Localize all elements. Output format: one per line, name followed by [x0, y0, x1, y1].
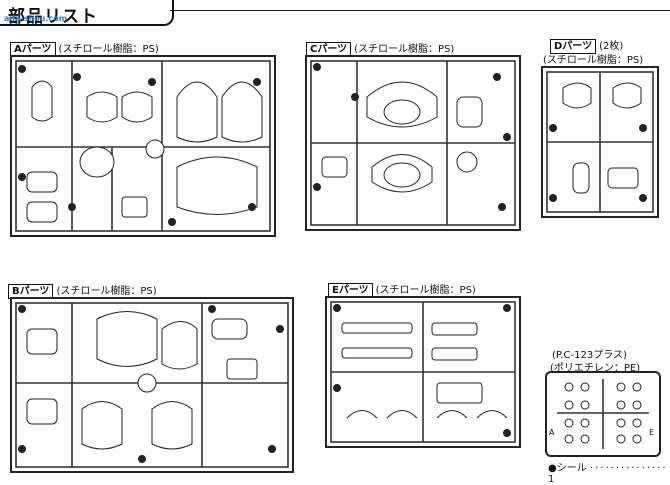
panel-c-desc: (スチロール樹脂：PS)	[354, 44, 455, 55]
panel-e-frame	[325, 296, 521, 448]
panel-d-count: (2枚)	[599, 41, 624, 52]
pc-sprue	[557, 379, 649, 449]
pc-label-2: (ポリエチレン：PE)	[550, 359, 640, 374]
panel-b-frame	[10, 297, 294, 473]
pc-frame	[545, 371, 661, 457]
panel-d-sprue	[546, 71, 654, 213]
pc-right-labels: E	[649, 428, 654, 437]
pc-label-1: (P.C-123プラス)	[552, 346, 627, 361]
header-rule	[170, 10, 670, 11]
panel-d-frame	[541, 66, 659, 218]
panel-e-sprue	[330, 301, 516, 443]
panel-c-sprue	[310, 60, 516, 226]
watermark: ada-shou.com	[4, 14, 68, 23]
panel-a-frame	[10, 55, 276, 237]
panel-a-sprue	[15, 60, 271, 232]
panel-b-sprue	[15, 302, 289, 468]
page-header: 部品リスト ada-shou.com	[0, 0, 174, 27]
pc-label-e: E	[649, 428, 655, 437]
pc-label-a: A	[549, 428, 555, 437]
panel-d-desc-line: (スチロール樹脂：PS)	[543, 51, 643, 66]
pc-line2: (ポリエチレン：PE)	[550, 363, 641, 374]
seal-label: ●シール	[548, 463, 587, 474]
panel-d-desc: (スチロール樹脂：PS)	[543, 55, 644, 66]
seal-row: ●シール ··············· 1	[548, 463, 668, 485]
seal-count: 1	[548, 474, 555, 485]
panel-c-frame	[305, 55, 521, 231]
pc-left-labels: A	[549, 428, 554, 437]
panel-b-desc: (スチロール樹脂：PS)	[56, 286, 157, 297]
pc-line1: (P.C-123プラス)	[552, 350, 627, 361]
panel-d-label: Dパーツ(2枚)	[550, 37, 623, 54]
panel-a-desc: (スチロール樹脂：PS)	[58, 44, 159, 55]
page-title: 部品リスト	[8, 7, 98, 27]
panel-e-desc: (スチロール樹脂：PS)	[375, 285, 476, 296]
panel-d-name: Dパーツ	[550, 39, 597, 54]
